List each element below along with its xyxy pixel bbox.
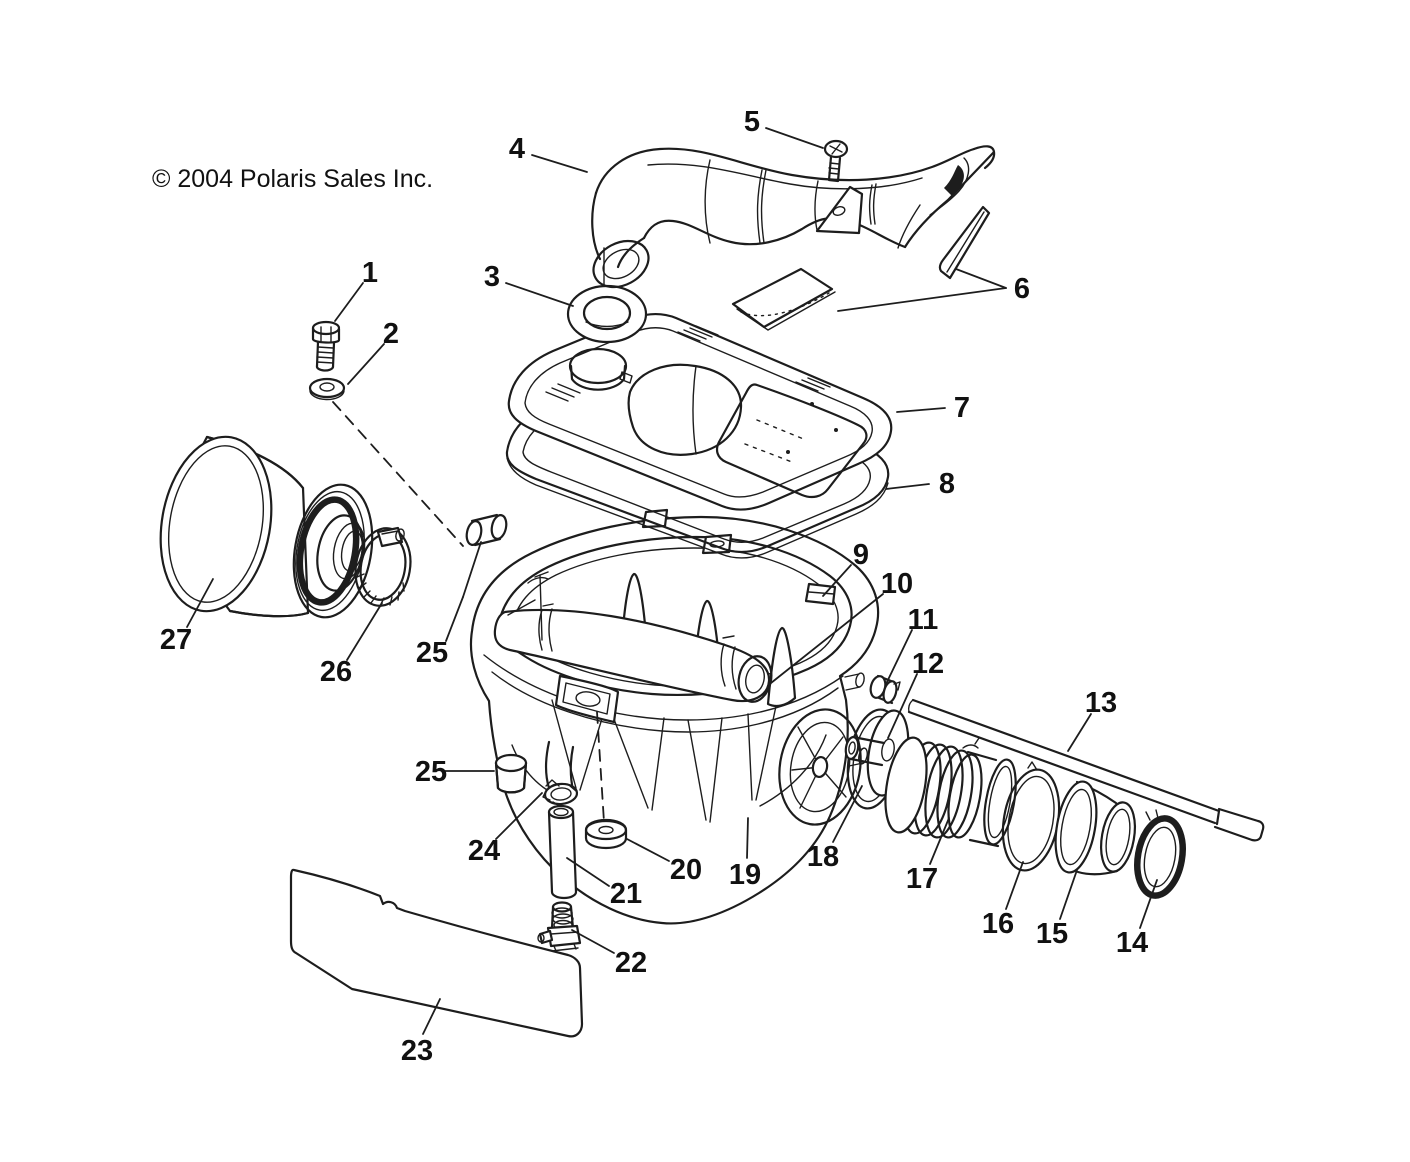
callout-4: 4 xyxy=(509,133,525,165)
part-9-rim-clip xyxy=(804,582,837,606)
leader-line-5-4 xyxy=(765,127,824,149)
callout-25: 25 xyxy=(416,637,448,669)
part-7-air-box-cover xyxy=(507,313,893,511)
callout-23: 23 xyxy=(401,1035,433,1067)
part-21-drain-tube xyxy=(547,804,578,900)
leader-line-4-3 xyxy=(531,154,588,173)
callout-10: 10 xyxy=(881,568,913,600)
leader-line-23-22 xyxy=(422,998,441,1035)
part-2-washer xyxy=(308,377,346,401)
part-25-plug-lower xyxy=(494,753,528,794)
leader-line-7-6 xyxy=(896,407,946,413)
callout-11: 11 xyxy=(908,604,939,636)
leader-line-6-5 xyxy=(955,268,1007,289)
leader-line-27-27 xyxy=(186,578,214,628)
part-4-air-intake-duct xyxy=(591,145,996,289)
leader-line-1 xyxy=(334,282,364,322)
callout-12: 12 xyxy=(912,648,944,680)
leader-line-18-17 xyxy=(832,785,863,843)
callout-25: 25 xyxy=(415,756,447,788)
leader-line-3-2 xyxy=(505,282,574,307)
callout-1: 1 xyxy=(362,257,378,289)
callout-19: 19 xyxy=(729,859,761,891)
part-26-hose-clamp xyxy=(354,526,412,607)
part-11-cap xyxy=(869,674,901,705)
callout-5: 5 xyxy=(744,106,760,138)
part-20-washer-spacer xyxy=(584,818,628,850)
leader-line-22-21 xyxy=(571,929,615,954)
part-15-boot-adapter xyxy=(1054,780,1136,876)
part-13-vent-tube xyxy=(907,698,1265,842)
callout-27: 27 xyxy=(160,624,192,656)
part-17-ribbed-boot xyxy=(884,736,1017,848)
part-1-bolt xyxy=(311,320,341,372)
leader-line-13-12 xyxy=(1067,713,1092,752)
callout-15: 15 xyxy=(1036,918,1068,950)
leader-line-15-14 xyxy=(1059,869,1078,920)
leader-line-8-7 xyxy=(885,483,930,490)
assembly-dashed-lines xyxy=(332,401,605,823)
leader-line-9-8 xyxy=(822,564,852,597)
leader-line-25-24 xyxy=(462,541,482,598)
duct-mount-bracket xyxy=(815,185,864,235)
callout-2: 2 xyxy=(383,318,399,350)
part-25-plug-upper xyxy=(465,513,508,547)
part-10-intake-tube xyxy=(493,571,773,703)
callout-13: 13 xyxy=(1085,687,1117,719)
callout-9: 9 xyxy=(853,539,869,571)
callout-3: 3 xyxy=(484,261,500,293)
callout-layer: 1234567891011121314151617181920212223242… xyxy=(160,106,1158,1067)
leader-line-2-1 xyxy=(347,343,385,385)
leader-line-17-16 xyxy=(929,817,950,865)
callout-21: 21 xyxy=(610,878,642,910)
leader-line-6-5 xyxy=(837,287,1007,312)
callout-7: 7 xyxy=(954,392,970,424)
part-24-drain-clamp xyxy=(542,779,579,806)
callout-20: 20 xyxy=(670,854,702,886)
leader-line-12-11 xyxy=(887,673,918,739)
leader-line-11-10 xyxy=(885,629,913,685)
callout-18: 18 xyxy=(807,841,839,873)
leader-line-14-13 xyxy=(1139,879,1158,929)
callout-6: 6 xyxy=(1014,273,1030,305)
copyright-notice: © 2004 Polaris Sales Inc. xyxy=(152,165,433,193)
callout-14: 14 xyxy=(1116,927,1148,959)
part-6-foam-pads xyxy=(731,205,991,331)
leader-line-26-26 xyxy=(346,602,383,661)
leader-line-20-19 xyxy=(626,838,670,862)
leader-line-21-20 xyxy=(566,857,610,887)
leader-line-16-15 xyxy=(1005,861,1024,910)
part-5-screw xyxy=(823,139,849,183)
leader-line-25-24 xyxy=(445,596,464,642)
part-23-bottom-panel xyxy=(289,868,584,1038)
callout-26: 26 xyxy=(320,656,352,688)
callout-16: 16 xyxy=(982,908,1014,940)
callout-17: 17 xyxy=(906,863,938,895)
part-22-drain-valve xyxy=(537,901,582,952)
callout-22: 22 xyxy=(615,947,647,979)
leader-line-24-23 xyxy=(495,792,543,840)
callout-24: 24 xyxy=(468,835,500,867)
part-27-air-filter xyxy=(159,435,374,619)
leader-line-19-18 xyxy=(746,817,749,859)
leader-line-10-9 xyxy=(770,593,884,684)
callout-8: 8 xyxy=(939,468,955,500)
